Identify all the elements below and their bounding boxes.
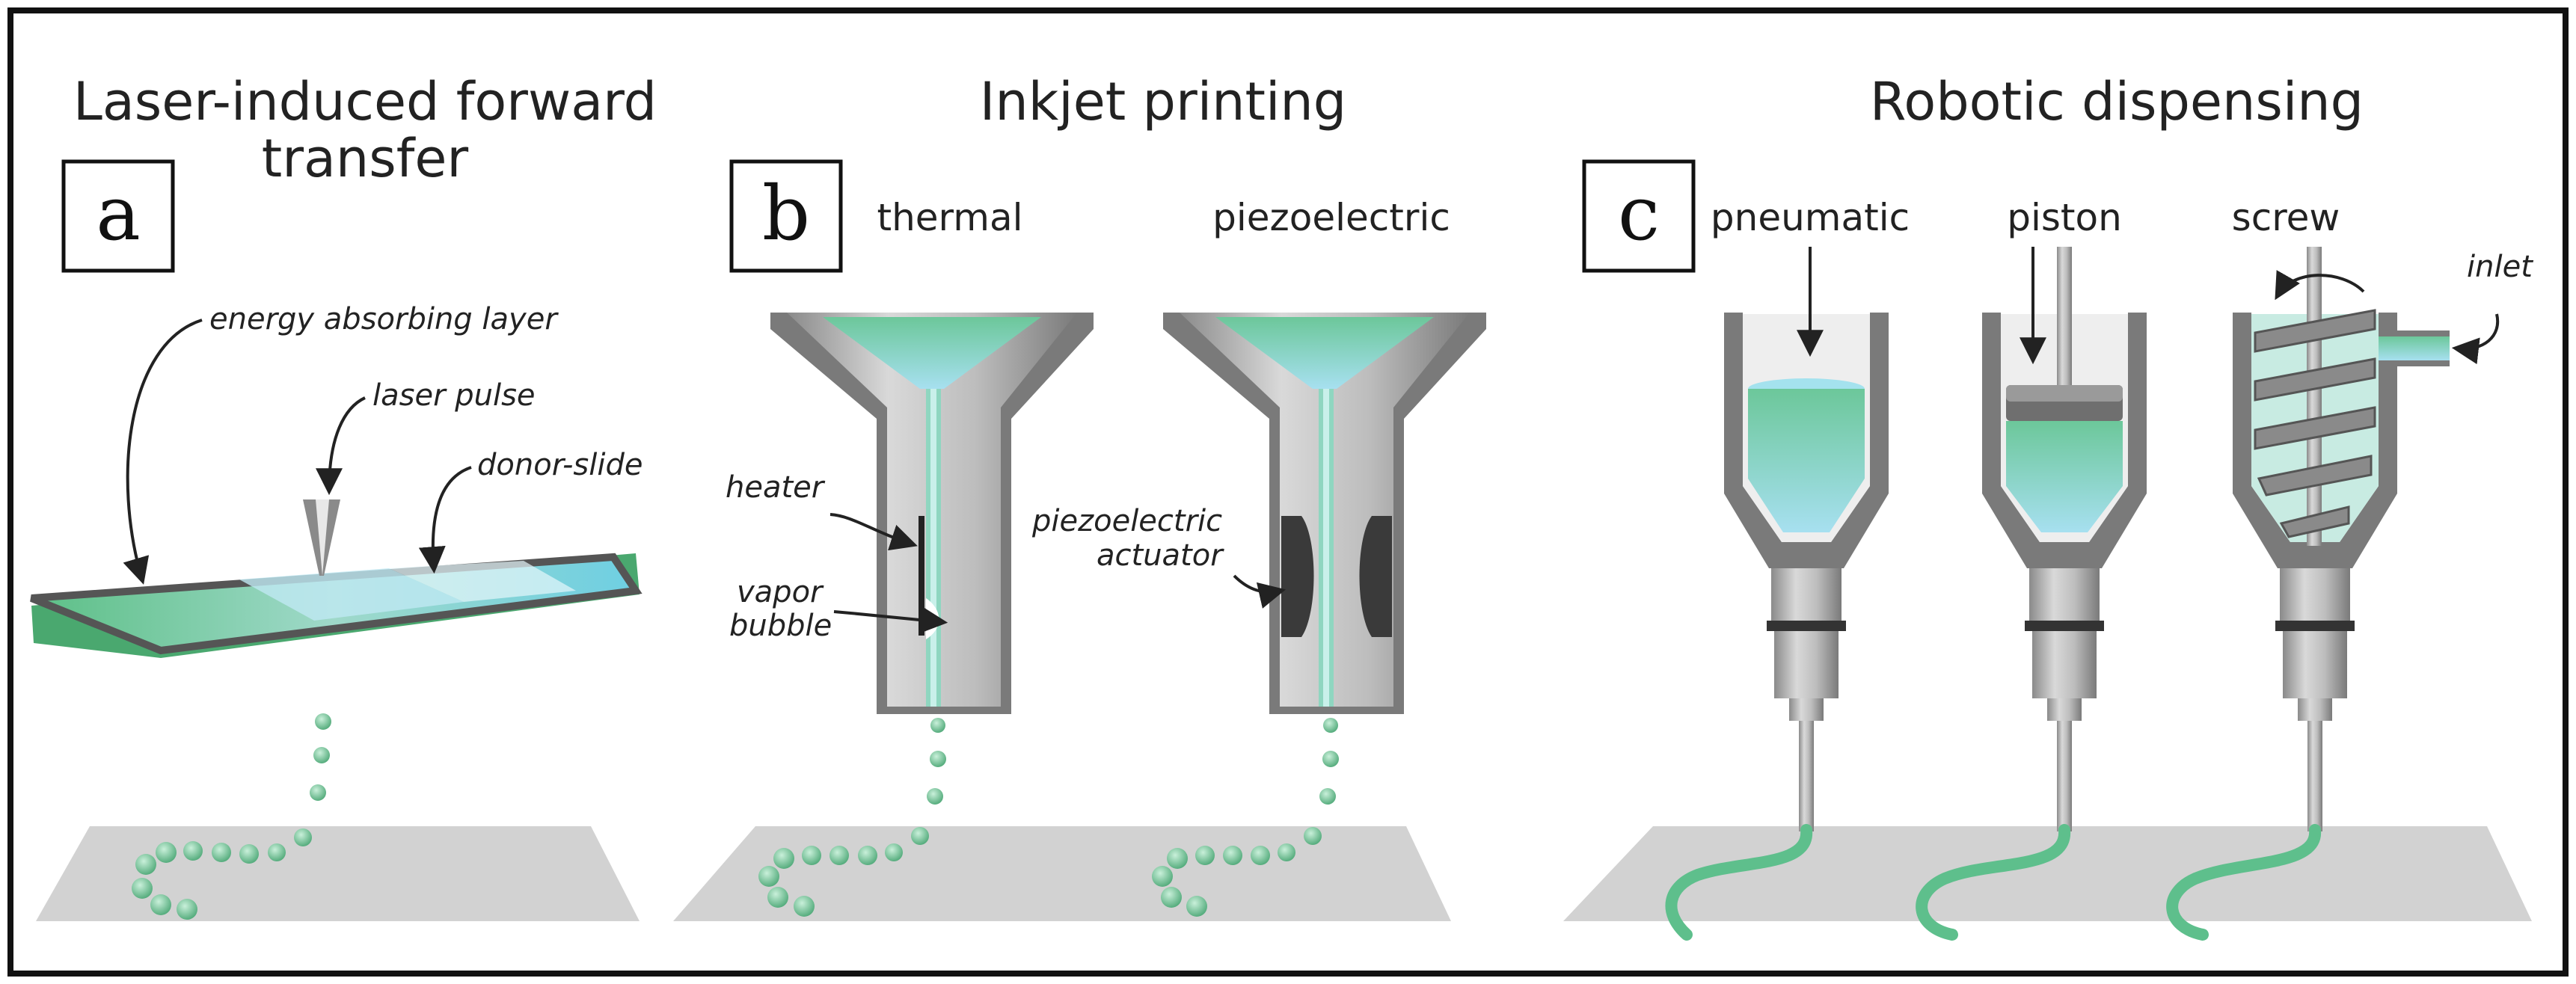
panel-a-letter-box [61, 159, 175, 273]
piston-ink-strand [1916, 824, 2071, 941]
arrow-vapor-bubble [833, 606, 948, 634]
arrow-inlet [2451, 313, 2500, 365]
panel-c-letter-box [1582, 159, 1696, 273]
panel-b-title: Inkjet printing [980, 71, 1346, 132]
panel-a: Laser-induced forward transfer a energy … [30, 71, 657, 921]
arrow-screw-rotation [2275, 270, 2365, 301]
arrow-heater [829, 513, 918, 551]
heater-element [919, 516, 924, 636]
arrow-donor-slide [418, 466, 472, 574]
laser-pulse-highlight [316, 499, 329, 576]
pneumatic-syringe [1724, 313, 1889, 831]
label-donor-slide: donor-slide [477, 448, 643, 482]
arrow-piezo-actuator [1233, 574, 1287, 609]
panel-a-droplets [132, 713, 331, 920]
screw-ink-strand [2166, 824, 2322, 941]
panel-b-letter: b [762, 170, 810, 257]
panel-b-substrate [673, 826, 1451, 921]
panel-b-droplets-thermal [758, 718, 946, 917]
label-energy-absorbing-layer: energy absorbing layer [209, 302, 559, 336]
panel-b-letter-box [729, 159, 843, 273]
label-piezoelectric-header: piezoelectric [1212, 196, 1450, 239]
panel-c-title: Robotic dispensing [1870, 71, 2364, 132]
panel-a-substrate [36, 826, 640, 921]
panel-a-title-line1: Laser-induced forward [73, 71, 657, 132]
label-vapor: vapor [737, 575, 824, 609]
panel-b-droplets-piezo [1152, 718, 1339, 917]
piston-syringe [1982, 247, 2147, 831]
thermal-nozzle [770, 313, 1094, 714]
screw-syringe [2233, 247, 2450, 831]
arrow-energy-absorbing-layer [123, 319, 203, 585]
piezo-nozzle [1163, 313, 1486, 714]
label-screw: screw [2232, 196, 2340, 239]
label-thermal: thermal [877, 196, 1023, 239]
label-piezoelectric: piezoelectric [1031, 504, 1222, 538]
piezo-actuator-left [1281, 516, 1314, 637]
panel-b: Inkjet printing b thermal piezoelectric … [673, 71, 1486, 921]
label-bubble: bubble [729, 609, 832, 643]
panel-a-letter: a [96, 170, 141, 257]
label-pneumatic: pneumatic [1711, 196, 1910, 239]
pneumatic-ink-strand [1665, 824, 1813, 941]
label-piston: piston [2007, 196, 2122, 239]
panel-c: Robotic dispensing c pneumatic piston sc… [1563, 71, 2533, 941]
label-actuator: actuator [1097, 538, 1224, 573]
label-inlet: inlet [2467, 250, 2533, 284]
label-heater: heater [726, 470, 826, 505]
screw-flights [2254, 309, 2376, 538]
piezo-actuator-right [1359, 516, 1392, 637]
panel-c-letter: c [1618, 170, 1660, 257]
panel-a-donor-region [239, 568, 464, 621]
label-laser-pulse: laser pulse [372, 378, 536, 413]
arrow-laser-pulse [316, 396, 366, 496]
panel-a-title-line2: transfer [262, 128, 469, 189]
